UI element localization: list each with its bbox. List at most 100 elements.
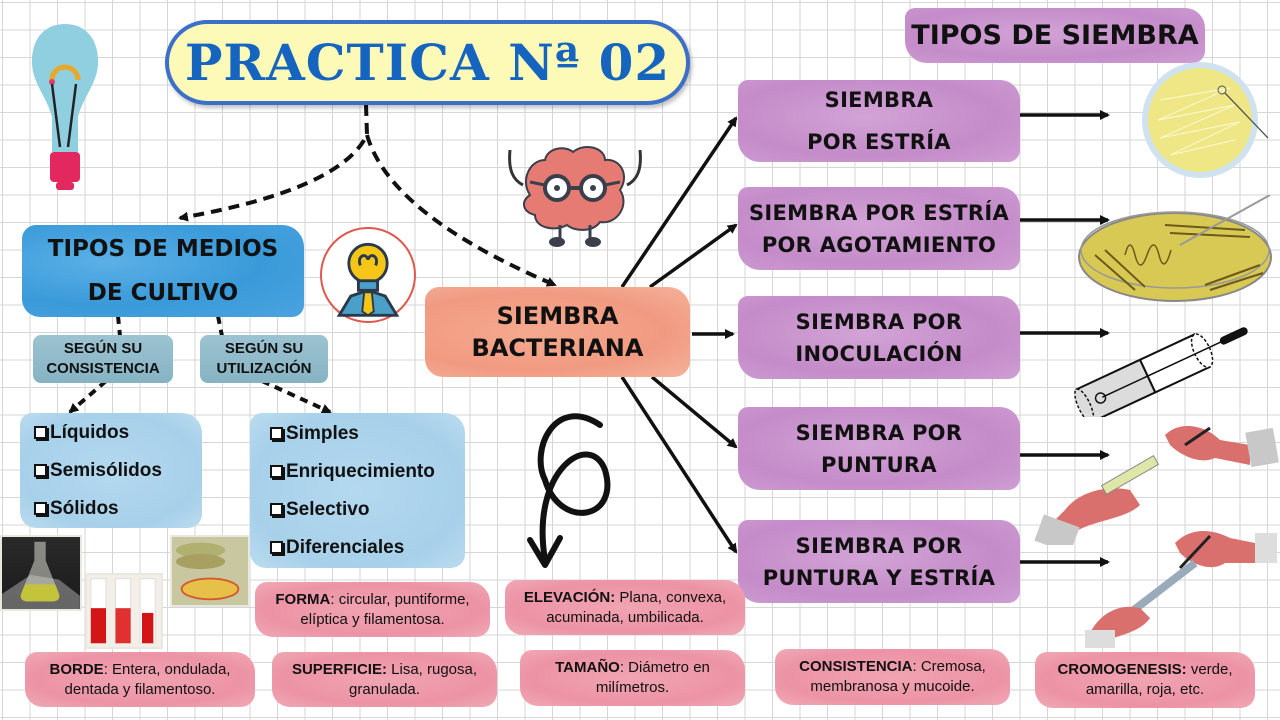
center-line2: BACTERIANA [471,334,644,362]
seeding-type-line1: SIEMBRA [824,88,934,112]
seeding-type-line2: PUNTURA Y ESTRÍA [762,565,996,590]
semisolid-medium-tubes-image [85,573,163,649]
use-list: Simples Enriquecimiento Selectivo Difere… [250,413,465,568]
chip-value: verde, [1190,661,1233,678]
list-item: Enriquecimiento [270,453,435,491]
checkbox-bullet-icon [270,427,283,440]
characteristic-superficie: SUPERFICIE: Lisa, rugosa, granulada. [272,652,497,707]
chip-value: circular, puntiforme, [338,590,470,608]
chip-label: FORMA [275,590,331,608]
chip-line1: CROMOGENESIS: verde, [1057,660,1232,680]
solid-medium-plates-image [170,535,250,607]
chip-line2: milímetros. [595,679,670,696]
list-item-label: Sólidos [50,497,119,519]
checkbox-bullet-icon [34,502,47,515]
seeding-type-line1: SIEMBRA POR [795,533,963,558]
characteristic-tamano: TAMAÑO: Diámetro en milímetros. [520,650,745,706]
seeding-type-streak-exhaustion: SIEMBRA POR ESTRÍA POR AGOTAMIENTO [738,187,1020,270]
chip-line2: acuminada, umbilicada. [546,608,704,626]
chip-value: Plana, convexa, [619,588,727,606]
chip-label: CROMOGENESIS: [1057,661,1187,678]
chip-label: BORDE [49,660,104,678]
checkbox-bullet-icon [34,464,47,477]
seeding-type-puncture: SIEMBRA POR PUNTURA [738,407,1020,490]
page-title: PRACTICA Nª 02 [184,33,671,92]
center-line1: SIEMBRA [496,302,619,330]
puncture-streak-technique-hands-icon [1085,531,1277,648]
by-consistency-node: SEGÚN SU CONSISTENCIA [33,335,173,383]
list-item-label: Semisólidos [50,459,162,481]
chip-label: SUPERFICIE: [291,660,387,678]
chip-line2: dentada y filamentoso. [64,680,216,698]
characteristic-consistencia: CONSISTENCIA: Cremosa, membranosa y muco… [775,649,1010,705]
chip-line1: SUPERFICIE: Lisa, rugosa, [292,660,477,680]
characteristic-forma: FORMA: circular, puntiforme, elíptica y … [255,582,490,637]
chip-sep: : [619,659,629,676]
brain-mascot-icon [508,145,642,247]
checkbox-bullet-icon [34,426,47,439]
checkbox-bullet-icon [270,541,283,554]
list-item: Sólidos [34,490,119,528]
culture-media-title-line2: DE CULTIVO [87,280,239,306]
chip-label: ELEVACIÓN: [523,588,616,606]
chip-label: TAMAÑO [555,659,620,676]
characteristic-borde: BORDE: Entera, ondulada, dentada y filam… [25,652,255,707]
puncture-technique-hands-icon [1034,425,1279,545]
chip-value: Entera, ondulada, [112,660,231,678]
characteristic-elevacion: ELEVACIÓN: Plana, convexa, acuminada, um… [505,580,745,635]
chip-sep: : [103,660,113,678]
seeding-type-line1: SIEMBRA POR ESTRÍA [748,200,1010,225]
seeding-type-line2: POR AGOTAMIENTO [761,232,997,257]
liquid-medium-flask-image [0,535,82,611]
culture-media-types-node: TIPOS DE MEDIOS DE CULTIVO [22,225,304,317]
seeding-types-title-text: TIPOS DE SIEMBRA [911,20,1199,51]
chip-line1: FORMA: circular, puntiforme, [275,590,469,610]
petri-dish-exhaustion-icon [1078,195,1272,302]
chip-sep: : [330,590,339,608]
list-item-label: Diferenciales [286,536,405,558]
chip-value: Cremosa, [920,658,986,675]
seeding-type-line2: POR ESTRÍA [807,130,951,154]
seeding-type-streak: SIEMBRA POR ESTRÍA [738,80,1020,162]
seeding-types-title: TIPOS DE SIEMBRA [905,8,1205,63]
chip-value: Diámetro en [628,659,710,676]
by-consistency-line1: SEGÚN SU [63,340,143,357]
list-item-label: Enriquecimiento [286,460,435,482]
lightbulb-icon [31,24,99,190]
list-item: Semisólidos [34,452,162,490]
petri-dish-streak-icon [1142,62,1269,178]
idea-person-icon [320,227,416,323]
checkbox-bullet-icon [270,465,283,478]
consistency-list: Líquidos Semisólidos Sólidos [20,413,202,528]
seeding-type-line1: SIEMBRA POR [795,420,963,445]
list-item-label: Simples [286,422,359,444]
chip-line1: ELEVACIÓN: Plana, convexa, [524,588,726,608]
by-use-line2: UTILIZACIÓN [216,360,312,377]
chip-sep: : [912,658,921,675]
list-item-label: Líquidos [50,421,130,443]
list-item-label: Selectivo [286,498,370,520]
chip-line1: TAMAÑO: Diámetro en [555,658,710,678]
seeding-type-line2: INOCULACIÓN [795,341,963,366]
chip-line2: amarilla, roja, etc. [1085,681,1205,698]
chip-line2: granulada. [349,680,420,698]
list-item: Líquidos [34,414,129,452]
by-use-line1: SEGÚN SU [224,340,304,357]
list-item: Simples [270,415,359,453]
seeding-type-line2: PUNTURA [821,452,937,477]
checkbox-bullet-icon [270,503,283,516]
characteristic-cromogenesis: CROMOGENESIS: verde, amarilla, roja, etc… [1035,652,1255,708]
list-item: Selectivo [270,491,369,529]
seeding-type-line1: SIEMBRA POR [795,309,963,334]
chip-value: Lisa, rugosa, [391,660,478,678]
bacterial-seeding-node: SIEMBRA BACTERIANA [425,287,690,377]
title-banner: PRACTICA Nª 02 [165,20,690,105]
seeding-type-inoculation: SIEMBRA POR INOCULACIÓN [738,296,1020,379]
chip-line2: membranosa y mucoide. [810,678,975,695]
list-item: Diferenciales [270,529,404,567]
culture-media-title-line1: TIPOS DE MEDIOS [47,236,279,262]
chip-line1: CONSISTENCIA: Cremosa, [799,657,986,677]
inoculation-tube-icon [1074,327,1248,417]
chip-label: CONSISTENCIA [799,658,913,675]
chip-line2: elíptica y filamentosa. [300,610,445,628]
